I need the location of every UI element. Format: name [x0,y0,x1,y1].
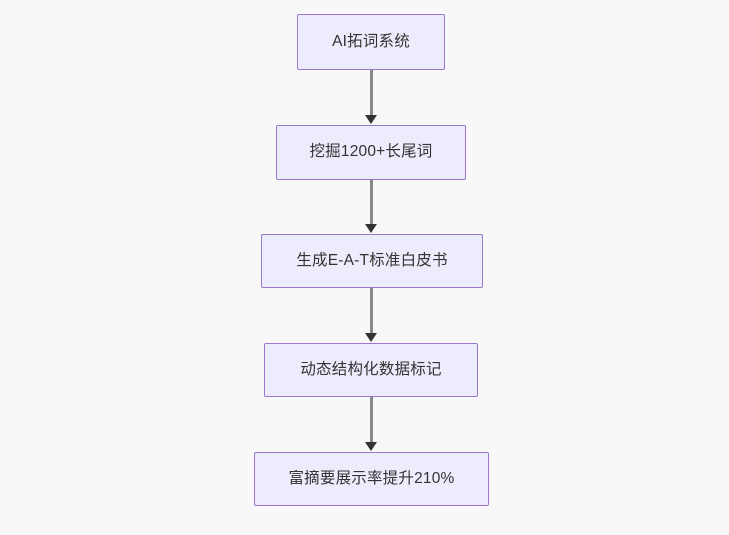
arrow-down-icon [365,442,377,451]
arrow-down-icon [365,115,377,124]
flowchart-connector-4-5 [370,397,373,444]
flowchart-node-3[interactable]: 生成E-A-T标准白皮书 [261,234,483,288]
flowchart-connector-3-4 [370,288,373,335]
flowchart-node-1[interactable]: AI拓词系统 [297,14,445,70]
flowchart-node-2[interactable]: 挖掘1200+长尾词 [276,125,466,180]
flowchart-connector-2-3 [370,180,373,226]
arrow-down-icon [365,333,377,342]
flowchart-node-4[interactable]: 动态结构化数据标记 [264,343,478,397]
flowchart-connector-1-2 [370,70,373,117]
arrow-down-icon [365,224,377,233]
flowchart-node-5[interactable]: 富摘要展示率提升210% [254,452,489,506]
